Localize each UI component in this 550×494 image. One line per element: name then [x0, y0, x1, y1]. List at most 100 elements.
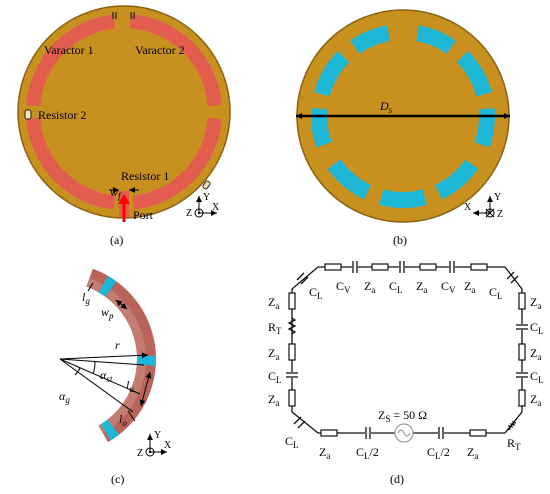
- source-impedance-label: ZS = 50 Ω: [378, 408, 427, 424]
- svg-text:Z: Z: [137, 448, 143, 459]
- resistor-1-mark: [202, 180, 211, 190]
- component-label: Za: [467, 445, 478, 461]
- component-label: CL: [530, 369, 544, 385]
- line-segment-symbol: [469, 429, 487, 437]
- lg-dimension: [87, 282, 94, 292]
- radius-lines: [59, 358, 145, 413]
- bottom-strip: [379, 189, 427, 208]
- component-label: CL/2: [427, 445, 450, 461]
- svg-text:Z: Z: [497, 209, 503, 220]
- component-label: CL: [285, 434, 299, 450]
- bottom-strip: [435, 159, 479, 200]
- cyan-gap-segment: [100, 419, 120, 441]
- component-label: CL: [268, 369, 282, 385]
- line-segment-symbol: [470, 263, 488, 271]
- component-label: CL/2: [356, 445, 379, 461]
- lu-dimension: [139, 371, 152, 407]
- component-label: Za: [319, 445, 330, 461]
- component-label: CL: [309, 285, 323, 301]
- resistor-symbol: [287, 317, 297, 335]
- r-dimension: [59, 352, 149, 360]
- component-label: CL: [530, 320, 544, 336]
- svg-text:Z: Z: [186, 208, 192, 219]
- strip-inner-band: [86, 278, 146, 434]
- line-segment-symbol: [324, 263, 342, 271]
- resistor-2-label: Resistor 2: [38, 108, 86, 122]
- cyan-gap-segment: [98, 275, 117, 297]
- varactor-1-mark: [112, 12, 117, 19]
- component-label: CV: [441, 279, 456, 295]
- alpha-g-label: αg: [59, 389, 70, 405]
- line-segment-symbol: [518, 292, 526, 310]
- component-label: Za: [268, 392, 279, 408]
- capacitor-symbol: [293, 416, 302, 425]
- line-segment-symbol: [320, 429, 338, 437]
- resistor-1-label: Resistor 1: [121, 169, 169, 183]
- svg-text:Y: Y: [494, 192, 501, 203]
- varactor-1-label: Varactor 1: [44, 43, 94, 57]
- svg-text:X: X: [464, 202, 472, 213]
- caption-c: (c): [111, 472, 124, 486]
- panel-c: lg wp r αst lu αg lo Y Z X (c): [59, 268, 172, 486]
- component-label: CV: [336, 279, 351, 295]
- component-label: RT: [268, 320, 282, 336]
- lo-label: lo: [119, 412, 127, 428]
- component-label: CL: [389, 279, 403, 295]
- component-label: Za: [416, 279, 427, 295]
- alpha-g-arc: [74, 367, 81, 376]
- bottom-strip: [456, 50, 492, 97]
- panel-b: Ds Y X Z (b): [296, 9, 510, 247]
- axis-indicator-b: Y X Z: [464, 192, 503, 220]
- bottom-strip: [327, 159, 371, 200]
- resistor-symbol: [506, 420, 517, 431]
- caption-a: (a): [110, 233, 123, 247]
- component-label: Za: [268, 346, 279, 362]
- bottom-strip: [416, 25, 456, 54]
- lu-label: lu: [126, 378, 134, 394]
- lg-label: lg: [82, 290, 90, 306]
- svg-text:Y: Y: [154, 430, 161, 441]
- lo-dimension: [127, 410, 136, 422]
- component-label: Za: [464, 279, 475, 295]
- line-segment-symbol: [288, 292, 296, 310]
- wp-label: wp: [101, 305, 114, 321]
- svg-text:Y: Y: [203, 192, 210, 203]
- caption-d: (d): [390, 472, 404, 486]
- ds-label: Ds: [379, 99, 393, 115]
- line-segment-symbol: [518, 343, 526, 361]
- line-segment-symbol: [419, 263, 437, 271]
- component-label: Za: [364, 279, 375, 295]
- alpha-st-label: αst: [100, 368, 113, 384]
- top-strip: [129, 14, 222, 107]
- wf-label: wf: [110, 185, 122, 201]
- strip-sector: [86, 268, 156, 443]
- capacitor-symbol: [296, 272, 305, 281]
- top-strip: [132, 117, 222, 210]
- ring-sector-detail: [86, 268, 156, 443]
- top-strip: [26, 14, 116, 107]
- line-segment-symbol: [288, 389, 296, 407]
- caption-b: (b): [393, 233, 407, 247]
- component-label: RT: [507, 436, 521, 452]
- svg-text:X: X: [212, 202, 220, 213]
- wp-dimension: [115, 299, 128, 310]
- component-label: Za: [530, 295, 541, 311]
- component-label: Za: [530, 392, 541, 408]
- component-label: Za: [268, 295, 279, 311]
- varactor-2-mark: [130, 12, 135, 19]
- axis-indicator-a: Y Z X: [186, 192, 220, 219]
- line-segment-symbol: [371, 263, 389, 271]
- line-segment-symbol: [518, 389, 526, 407]
- port-label: Port: [133, 208, 154, 222]
- top-strip: [26, 117, 116, 210]
- r-label: r: [115, 338, 120, 352]
- line-segment-symbol: [288, 343, 296, 361]
- varactor-2-label: Varactor 2: [135, 43, 185, 57]
- resistor-2-mark: [24, 109, 32, 120]
- top-ring-strips: [26, 14, 222, 210]
- alpha-st-arc: [92, 360, 96, 375]
- axis-indicator-c: Y Z X: [137, 430, 172, 459]
- capacitor-symbol: [506, 271, 515, 280]
